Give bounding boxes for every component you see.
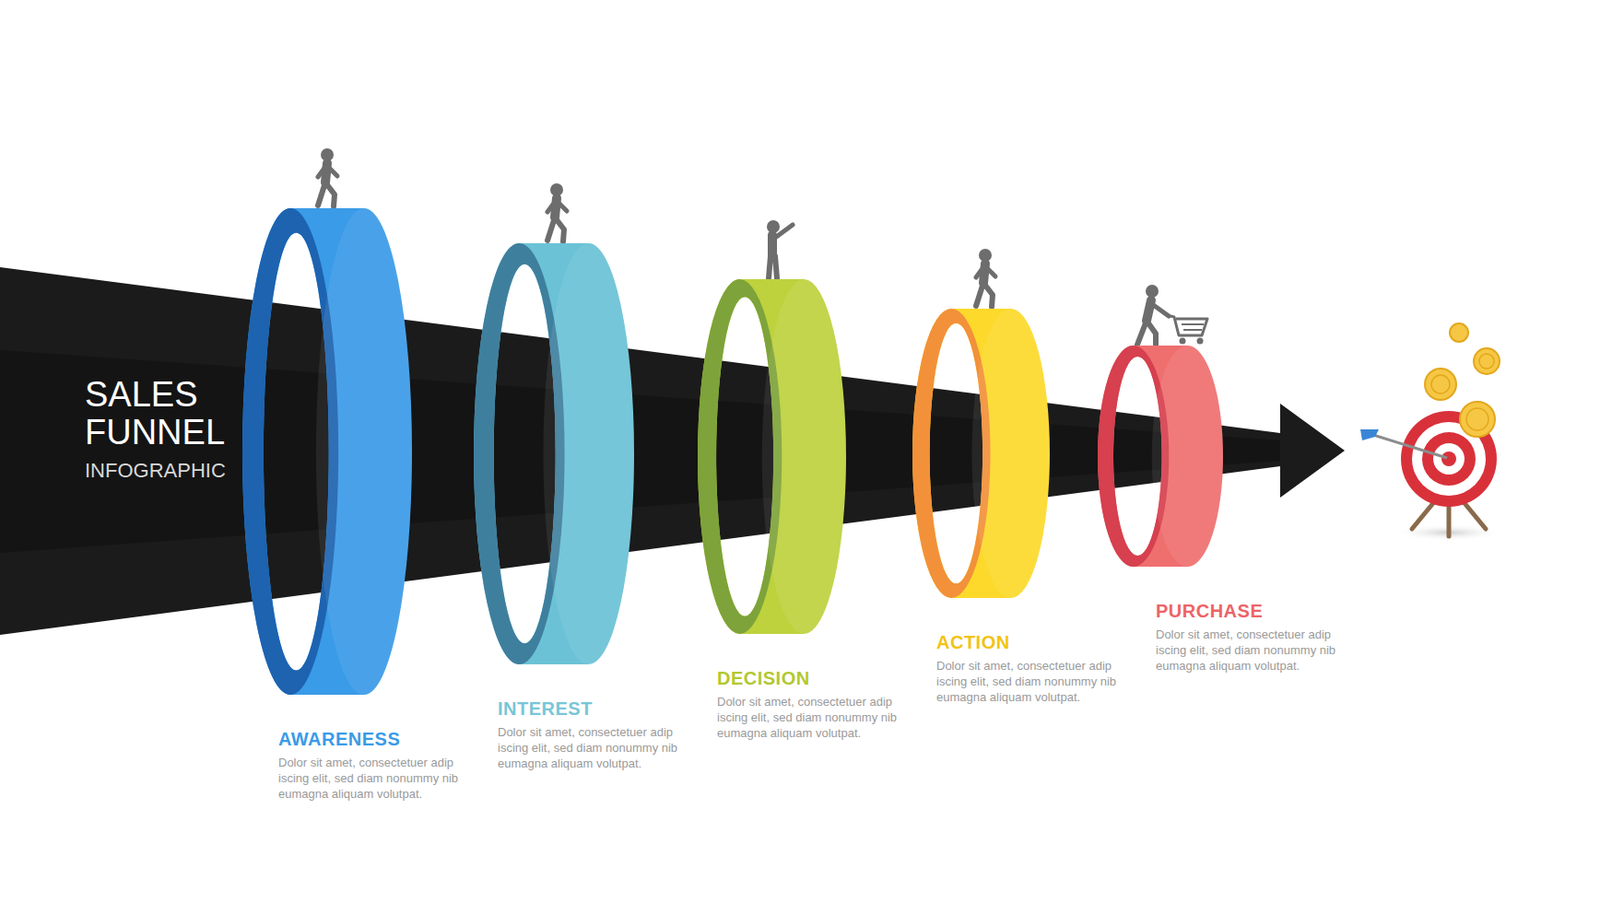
subtitle-label: INFOGRAPHIC [84,458,226,483]
step-text: AWARENESS Dolor sit amet, consectetuer ad… [278,729,468,803]
funnel-ring-stage: PURCHASEDolor sit amet, consectetuer adi… [1096,344,1224,568]
step-text: INTEREST Dolor sit amet, consectetuer adi… [497,698,687,773]
step-heading: PURCHASE [1155,600,1345,623]
step-description: Dolor sit amet, consectetuer adip iscing… [1155,627,1345,675]
coins [1424,323,1500,437]
ring-part [242,208,412,695]
step-description: Dolor sit amet, consectetuer adip iscing… [936,658,1126,706]
funnel-shade [0,350,1281,553]
funnel-ring-stage: ACTIONDolor sit amet, consectetuer adip … [911,307,1051,600]
ring-shape [241,207,413,696]
person-with-cart [1137,284,1208,345]
step-text: ACTION Dolor sit amet, consectetuer adip … [936,632,1126,706]
ring-shape [472,242,636,666]
step-heading: AWARENESS [278,729,468,751]
ring-part [971,308,1050,599]
step-heading: INTEREST [497,698,687,720]
funnel-title: SALES FUNNEL [84,376,270,452]
funnel-ring-stage: AWARENESSDolor sit amet, consectetuer ad… [241,207,413,696]
ring-shape [911,307,1051,600]
funnel-arrow [0,267,1345,636]
ring-part [762,279,847,635]
step-heading: DECISION [717,668,906,690]
person-figure [317,148,338,207]
ring-part [697,279,847,635]
ring-part [1097,345,1224,567]
step-text: PURCHASE Dolor sit amet, consectetuer adi… [1155,600,1345,675]
ring-part [542,243,635,665]
ring-part [912,308,1050,599]
ring-part [473,243,635,665]
person-figure [547,183,567,242]
person-figure [976,248,996,307]
funnel-ring-stage: DECISIONDolor sit amet, consectetuer adi… [696,278,848,636]
step-heading: ACTION [936,632,1126,654]
step-description: Dolor sit amet, consectetuer adip iscing… [278,755,468,803]
step-description: Dolor sit amet, consectetuer adip iscing… [717,694,906,742]
ring-shape [1096,344,1224,568]
ring-shape [696,278,848,636]
step-description: Dolor sit amet, consectetuer adip iscing… [497,725,687,773]
ring-part [1152,345,1224,567]
ring-part [316,208,412,695]
person-pointing [766,220,793,279]
step-text: DECISION Dolor sit amet, consectetuer adi… [717,668,906,742]
funnel-ring-stage: INTERESTDolor sit amet, consectetuer adi… [472,242,636,666]
